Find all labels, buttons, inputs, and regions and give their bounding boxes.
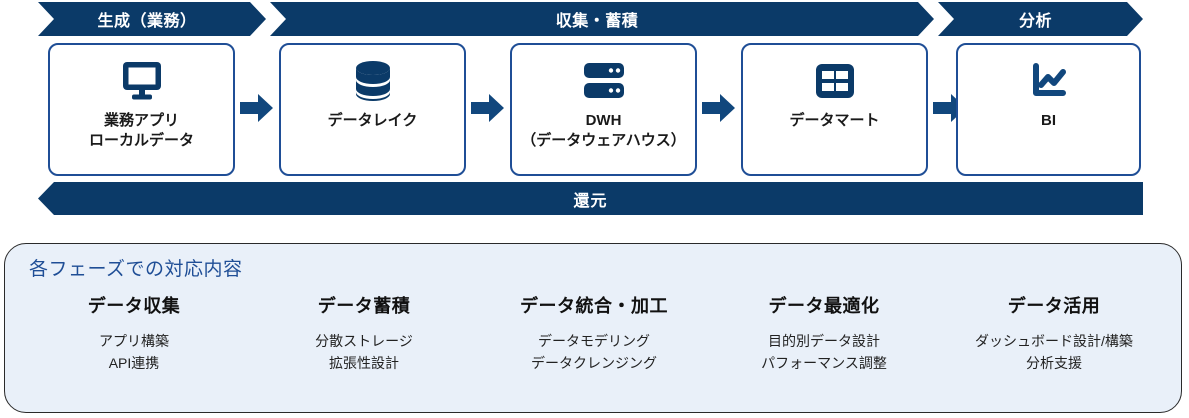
- stage-card-bi[interactable]: BI: [956, 43, 1141, 176]
- phase-column-data-collection: データ収集 アプリ構築 API連携: [19, 292, 249, 374]
- server-rack-icon: [580, 59, 628, 103]
- line-chart-icon: [1027, 59, 1071, 103]
- stage-card-data-lake[interactable]: データレイク: [279, 43, 466, 176]
- right-arrow-icon: [471, 93, 505, 123]
- phase-columns: データ収集 アプリ構築 API連携 データ蓄積 分散ストレージ 拡張性設計 デー…: [19, 292, 1169, 374]
- phase-column-title: データ最適化: [768, 296, 880, 316]
- phase-column-title: データ活用: [1007, 296, 1101, 316]
- phase-item: 目的別データ設計: [768, 333, 880, 349]
- phase-column-data-storage: データ蓄積 分散ストレージ 拡張性設計: [249, 292, 479, 374]
- right-arrow-icon: [240, 93, 274, 123]
- phase-item: データクレンジング: [531, 354, 657, 371]
- stage-card-label: BI: [1041, 112, 1056, 129]
- database-cylinder-icon: [350, 59, 396, 103]
- phase-chevron-generation[interactable]: 生成（業務）: [38, 2, 266, 36]
- phase-item: 分散ストレージ: [315, 333, 413, 349]
- phase-column-items: 分散ストレージ 拡張性設計: [249, 331, 479, 374]
- phase-chevron-label: 収集・蓄積: [555, 13, 639, 30]
- phase-column-data-integration: データ統合・加工 データモデリング データクレンジング: [479, 292, 709, 374]
- phase-item: ダッシュボード設計/構築: [975, 333, 1133, 349]
- pipeline-row: 業務アプリ ローカルデータ データレイク: [0, 43, 1189, 176]
- grid-table-icon: [813, 59, 857, 103]
- phase-item: 拡張性設計: [329, 354, 399, 371]
- phase-column-items: データモデリング データクレンジング: [479, 331, 709, 374]
- phase-column-data-optimization: データ最適化 目的別データ設計 パフォーマンス調整: [709, 292, 939, 374]
- phase-chevron-label: 分析: [1018, 13, 1052, 30]
- phase-item: 分析支援: [1026, 354, 1082, 371]
- return-flow-bar: 還元: [38, 182, 1143, 215]
- phase-chevron-collect-store[interactable]: 収集・蓄積: [270, 2, 934, 36]
- stage-card-business-app[interactable]: 業務アプリ ローカルデータ: [48, 43, 235, 176]
- phase-column-items: ダッシュボード設計/構築 分析支援: [939, 331, 1169, 374]
- phase-detail-panel: 各フェーズでの対応内容 データ収集 アプリ構築 API連携 データ蓄積 分散スト…: [4, 243, 1182, 413]
- right-arrow-icon: [702, 93, 736, 123]
- phase-item: パフォーマンス調整: [761, 354, 887, 371]
- phase-column-title: データ統合・加工: [520, 296, 668, 316]
- phase-column-items: 目的別データ設計 パフォーマンス調整: [709, 331, 939, 374]
- phase-item: アプリ構築: [99, 333, 169, 349]
- phase-column-title: データ蓄積: [317, 296, 411, 316]
- phase-chevron-label: 生成（業務）: [97, 13, 197, 30]
- phase-column-title: データ収集: [87, 296, 181, 316]
- phase-column-items: アプリ構築 API連携: [19, 331, 249, 374]
- stage-card-data-mart[interactable]: データマート: [741, 43, 928, 176]
- stage-card-label: 業務アプリ ローカルデータ: [88, 112, 194, 150]
- phase-column-data-utilization: データ活用 ダッシュボード設計/構築 分析支援: [939, 292, 1169, 374]
- monitor-icon: [119, 59, 165, 103]
- panel-title: 各フェーズでの対応内容: [29, 259, 243, 280]
- return-flow-label: 還元: [573, 192, 608, 210]
- stage-card-label: DWH （データウェアハウス）: [521, 112, 686, 150]
- phase-chevron-analysis[interactable]: 分析: [938, 2, 1143, 36]
- phase-banner: 生成（業務） 収集・蓄積 分析: [38, 2, 1143, 36]
- phase-item: データモデリング: [538, 333, 650, 349]
- stage-card-label: データレイク: [327, 112, 418, 129]
- stage-card-label: データマート: [789, 112, 880, 129]
- phase-item: API連携: [108, 354, 160, 371]
- stage-card-dwh[interactable]: DWH （データウェアハウス）: [510, 43, 697, 176]
